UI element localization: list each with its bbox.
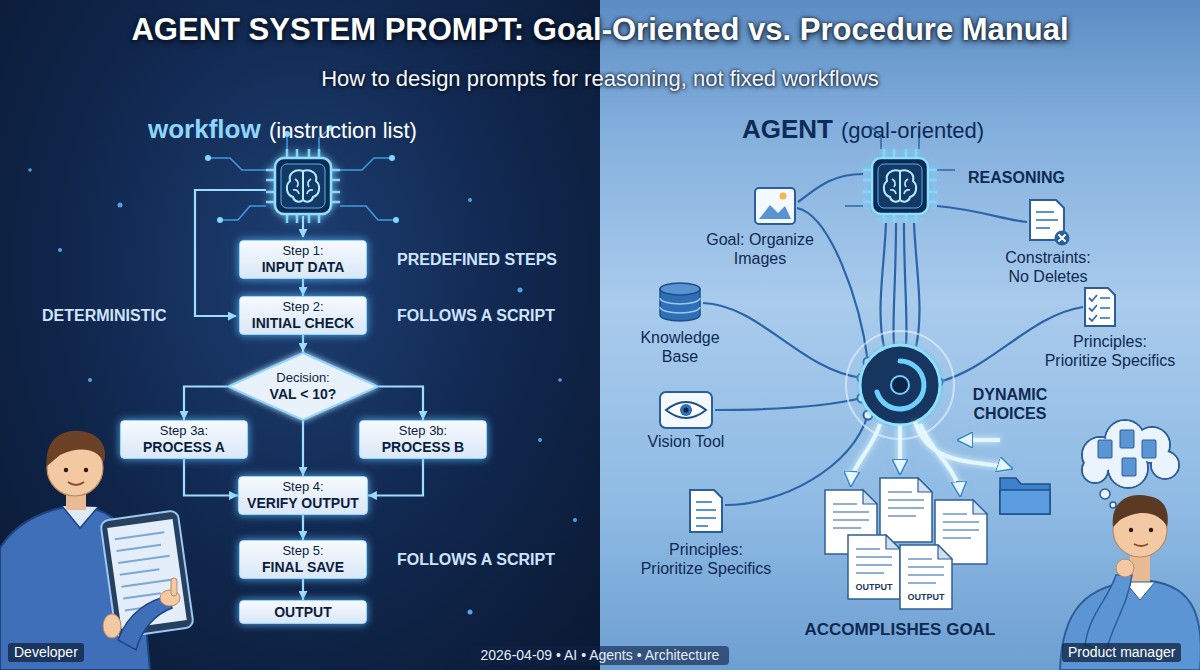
- flow-arrow: [302, 335, 304, 352]
- step-name: PROCESS B: [368, 439, 478, 455]
- output-tag: OUTPUT: [908, 592, 945, 603]
- diamond-outline: [228, 353, 378, 420]
- ai-chip: [266, 149, 340, 223]
- step-name: PROCESS A: [129, 439, 239, 455]
- panel-subheading: (instruction list): [269, 118, 417, 144]
- process-box: Step 2:INITIAL CHECK: [239, 296, 367, 335]
- constraint-icon: [1030, 200, 1070, 246]
- flow-arrow: [184, 387, 227, 421]
- reasoning-wires: [703, 174, 1083, 505]
- output-tag: OUTPUT: [856, 582, 893, 593]
- flow-arrow: [368, 459, 423, 495]
- step-name: VAL < 10?: [270, 386, 337, 402]
- developer-figure: [0, 431, 194, 670]
- process-box: Step 3b:PROCESS B: [359, 420, 487, 459]
- annotation: FOLLOWS A SCRIPT: [397, 550, 555, 569]
- document-icon: [690, 490, 722, 532]
- tool-label: Principles: Prioritize Specifics: [638, 540, 774, 578]
- annotation: PREDEFINED STEPS: [397, 250, 557, 269]
- process-box: Step 4:VERIFY OUTPUT: [238, 476, 368, 515]
- output-doc: [900, 545, 952, 609]
- database-icon: [660, 283, 700, 321]
- manager-figure: [1060, 495, 1200, 670]
- step-number: Step 2:: [248, 300, 358, 315]
- tool-label: Principles: Prioritize Specifics: [1042, 332, 1178, 370]
- person-tag: Developer: [8, 643, 84, 662]
- image-icon: [755, 188, 795, 224]
- annotation: DYNAMIC CHOICES: [955, 385, 1065, 423]
- person-tag: Product manager: [1062, 643, 1181, 662]
- diagram-title: AGENT SYSTEM PROMPT: Goal-Oriented vs. P…: [0, 12, 1200, 48]
- folder-icon: [1000, 478, 1050, 514]
- tool-label: Vision Tool: [626, 432, 746, 451]
- decision-diamond: Decision:VAL < 10?: [227, 352, 379, 421]
- output-arrows: [851, 422, 1010, 494]
- flow-arrow: [302, 421, 304, 476]
- step-name: FINAL SAVE: [248, 559, 358, 575]
- footer: 2026-04-09 • AI • Agents • Architecture: [471, 646, 730, 665]
- reasoning-hub: [846, 331, 954, 439]
- annotation: DETERMINISTIC: [42, 306, 166, 325]
- output-doc: [848, 535, 900, 599]
- eye-icon: [660, 392, 712, 428]
- flow-arrow: [302, 579, 304, 600]
- step-name: INPUT DATA: [248, 259, 358, 275]
- thought-bubble: [1082, 420, 1179, 508]
- step-name: INITIAL CHECK: [248, 315, 358, 331]
- process-box: Step 3a:PROCESS A: [120, 420, 248, 459]
- ai-chip: [863, 149, 937, 223]
- step-number: Decision:: [276, 371, 329, 386]
- step-name: OUTPUT: [248, 604, 358, 620]
- step-number: Step 4:: [247, 480, 359, 495]
- flow-arrow: [379, 387, 423, 421]
- output-box: OUTPUT: [239, 600, 367, 624]
- step-name: VERIFY OUTPUT: [247, 495, 359, 511]
- annotation: REASONING: [968, 168, 1065, 187]
- process-box: Step 1:INPUT DATA: [239, 240, 367, 279]
- process-box: Step 5:FINAL SAVE: [239, 540, 367, 579]
- step-number: Step 5:: [248, 544, 358, 559]
- annotation: FOLLOWS A SCRIPT: [397, 306, 555, 325]
- annotation: ACCOMPLISHES GOAL: [805, 620, 996, 640]
- chip-link: [302, 216, 304, 237]
- flow-arrow: [302, 279, 304, 296]
- step-number: Step 3a:: [129, 424, 239, 439]
- tool-label: Constraints: No Deletes: [996, 248, 1100, 286]
- step-number: Step 3b:: [368, 424, 478, 439]
- panel-heading: workflow: [148, 114, 261, 145]
- step-number: Step 1:: [248, 244, 358, 259]
- diagram-subtitle: How to design prompts for reasoning, not…: [0, 66, 1200, 92]
- panel-heading: AGENT: [742, 114, 833, 145]
- output-doc: [880, 478, 932, 542]
- checklist-icon: [1085, 288, 1115, 326]
- flow-arrow: [302, 515, 304, 540]
- panel-subheading: (goal-oriented): [841, 118, 984, 144]
- tool-label: Knowledge Base: [630, 328, 730, 366]
- flow-arrow: [184, 459, 238, 495]
- tool-label: Goal: Organize Images: [700, 230, 820, 268]
